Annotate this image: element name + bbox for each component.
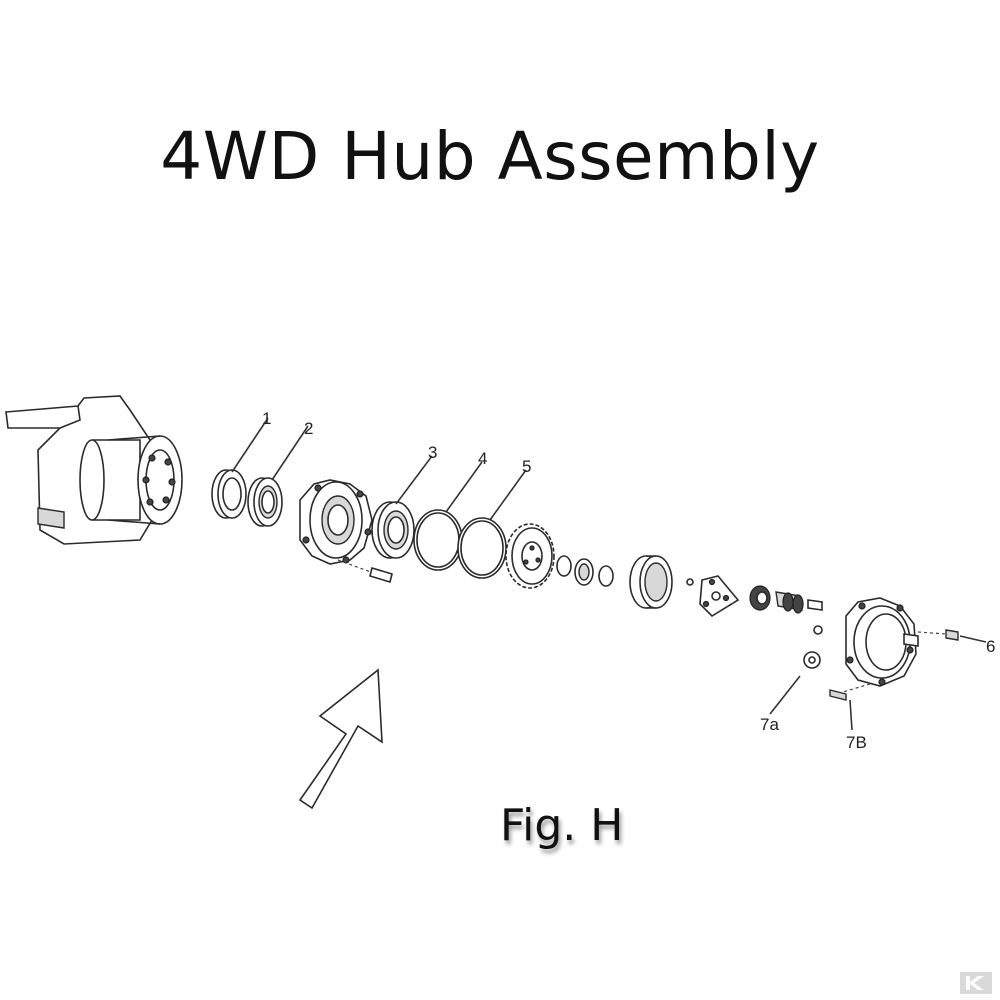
small-ball — [686, 578, 694, 586]
leader-1 — [231, 417, 269, 473]
leader-5 — [489, 469, 527, 521]
diagram-title: 4WD Hub Assembly — [160, 118, 820, 195]
callout-4: 4 — [478, 449, 487, 468]
clutch-spring — [749, 585, 823, 614]
callout-7b: 7B — [846, 733, 867, 752]
carrier-plate — [699, 575, 740, 618]
leader-4 — [445, 461, 483, 513]
part-7b-bolt — [829, 683, 871, 731]
leader-7a — [769, 675, 801, 715]
part-3-bearing — [371, 501, 415, 559]
part-5-ring — [457, 517, 507, 579]
planetary-gear — [505, 523, 555, 589]
part-7a-nut — [803, 625, 823, 669]
knuckle-housing — [5, 395, 183, 545]
direction-arrow — [298, 668, 383, 810]
leader-2 — [271, 425, 309, 481]
callout-1: 1 — [262, 409, 271, 428]
callout-3: 3 — [428, 443, 437, 462]
callout-2: 2 — [304, 419, 313, 438]
part-4-ring — [413, 509, 463, 571]
ring-gear — [629, 555, 673, 609]
callout-7a: 7a — [760, 715, 779, 734]
callout-6: 6 — [986, 637, 995, 656]
part-2-bearing — [247, 477, 283, 527]
hub-flange — [299, 479, 393, 584]
brand-watermark-icon — [960, 972, 992, 994]
part-1-seal — [211, 469, 247, 519]
figure-label: Fig. H — [500, 800, 624, 851]
washers — [556, 555, 614, 587]
hub-cap-cover — [845, 597, 919, 687]
callout-5: 5 — [522, 457, 531, 476]
part-6-plug — [917, 629, 987, 643]
leader-3 — [395, 455, 433, 505]
